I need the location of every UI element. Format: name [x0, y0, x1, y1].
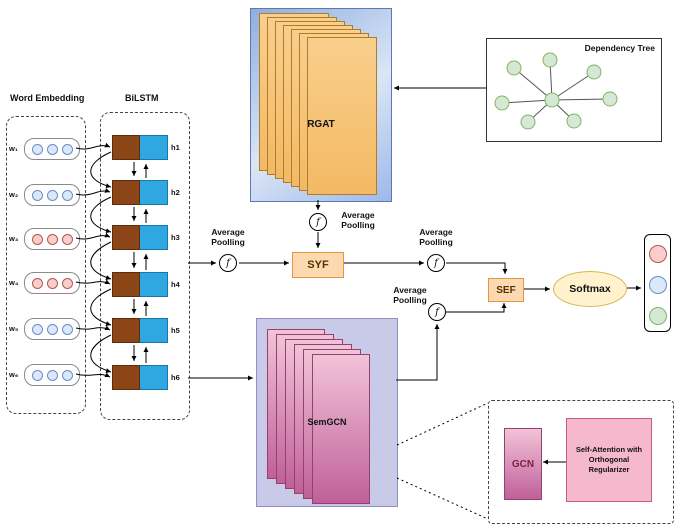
hidden-state-label: h2 [171, 188, 180, 197]
gcn-box: GCN [504, 428, 542, 500]
embedding-dot [46, 369, 58, 381]
embedding-dot [46, 323, 58, 335]
embedding-dot [46, 233, 58, 245]
bilstm-cell-5 [112, 318, 168, 343]
embedding-vector-w2 [24, 184, 80, 206]
embedding-dot [61, 233, 73, 245]
average-pooling-label: Average Poolling [341, 210, 375, 230]
average-pooling-label: Average Poolling [211, 227, 245, 247]
bilstm-cell-4 [112, 272, 168, 297]
word-embedding-title: Word Embedding [10, 93, 85, 103]
embedding-dot [61, 277, 73, 289]
embedding-dot [31, 277, 43, 289]
embedding-dot [46, 277, 58, 289]
average-pooling-label: Average Poolling [419, 227, 453, 247]
embedding-dot [46, 189, 58, 201]
output-dot-blue [649, 276, 667, 294]
embedding-vector-w6 [24, 364, 80, 386]
bilstm-cell-3 [112, 225, 168, 250]
backward-lstm-unit [112, 318, 140, 343]
average-pooling-label: Average Poolling [393, 285, 427, 305]
forward-lstm-unit [140, 318, 168, 343]
rgat-module: RGAT [250, 8, 392, 202]
backward-lstm-unit [112, 272, 140, 297]
hidden-state-label: h5 [171, 326, 180, 335]
semgcn-layer-sheet [312, 354, 370, 504]
rgat-label: RGAT [307, 119, 335, 130]
syf-box: SYF [292, 252, 344, 278]
output-dot-pink [649, 245, 667, 263]
softmax-node: Softmax [553, 271, 627, 307]
arrow-f-to-sef-top [446, 262, 508, 274]
hidden-state-label: h3 [171, 233, 180, 242]
embedding-dot [31, 233, 43, 245]
embedding-row-label: w₆ [9, 370, 19, 379]
embedding-dot [61, 189, 73, 201]
embedding-dot [31, 369, 43, 381]
hidden-state-label: h6 [171, 373, 180, 382]
backward-lstm-unit [112, 225, 140, 250]
pooling-f-circle: f [428, 303, 446, 321]
sef-box: SEF [488, 278, 524, 302]
arrow-semgcn-to-f [396, 324, 440, 381]
embedding-row-label: w₁ [9, 144, 18, 153]
forward-lstm-unit [140, 272, 168, 297]
hidden-state-label: h4 [171, 280, 180, 289]
dependency-tree-title: Dependency Tree [584, 43, 655, 53]
semgcn-label: SemGCN [307, 417, 347, 427]
embedding-dot [46, 143, 58, 155]
bilstm-title: BiLSTM [125, 93, 159, 103]
hidden-state-label: h1 [171, 143, 180, 152]
forward-lstm-unit [140, 225, 168, 250]
forward-lstm-unit [140, 365, 168, 390]
dependency-tree-panel: Dependency Tree [486, 38, 662, 142]
self-attention-box: Self-Attention with Orthogonal Regulariz… [566, 418, 652, 502]
bilstm-cell-1 [112, 135, 168, 160]
output-vector [644, 234, 671, 332]
embedding-dot [31, 323, 43, 335]
output-dot-green [649, 307, 667, 325]
backward-lstm-unit [112, 365, 140, 390]
embedding-dot [61, 369, 73, 381]
embedding-vector-w4 [24, 272, 80, 294]
pooling-f-circle: f [219, 254, 237, 272]
embedding-vector-w3 [24, 228, 80, 250]
embedding-row-label: w₄ [9, 278, 19, 287]
semgcn-callout-lines [396, 402, 489, 520]
pooling-f-circle: f [427, 254, 445, 272]
embedding-vector-w1 [24, 138, 80, 160]
forward-lstm-unit [140, 180, 168, 205]
embedding-vector-w5 [24, 318, 80, 340]
arrow-f-to-sef-bottom [446, 303, 507, 313]
backward-lstm-unit [112, 180, 140, 205]
embedding-dot [31, 189, 43, 201]
embedding-row-label: w₃ [9, 234, 19, 243]
embedding-dot [61, 143, 73, 155]
pooling-f-circle: f [309, 213, 327, 231]
gcn-detail-group [488, 400, 674, 524]
semgcn-module: SemGCN [256, 318, 398, 507]
word-embedding-group [6, 116, 86, 414]
embedding-row-label: w₂ [9, 190, 19, 199]
embedding-dot [31, 143, 43, 155]
bilstm-cell-2 [112, 180, 168, 205]
embedding-dot [61, 323, 73, 335]
backward-lstm-unit [112, 135, 140, 160]
forward-lstm-unit [140, 135, 168, 160]
rgat-layer-sheet [307, 37, 377, 195]
bilstm-cell-6 [112, 365, 168, 390]
embedding-row-label: w₅ [9, 324, 19, 333]
